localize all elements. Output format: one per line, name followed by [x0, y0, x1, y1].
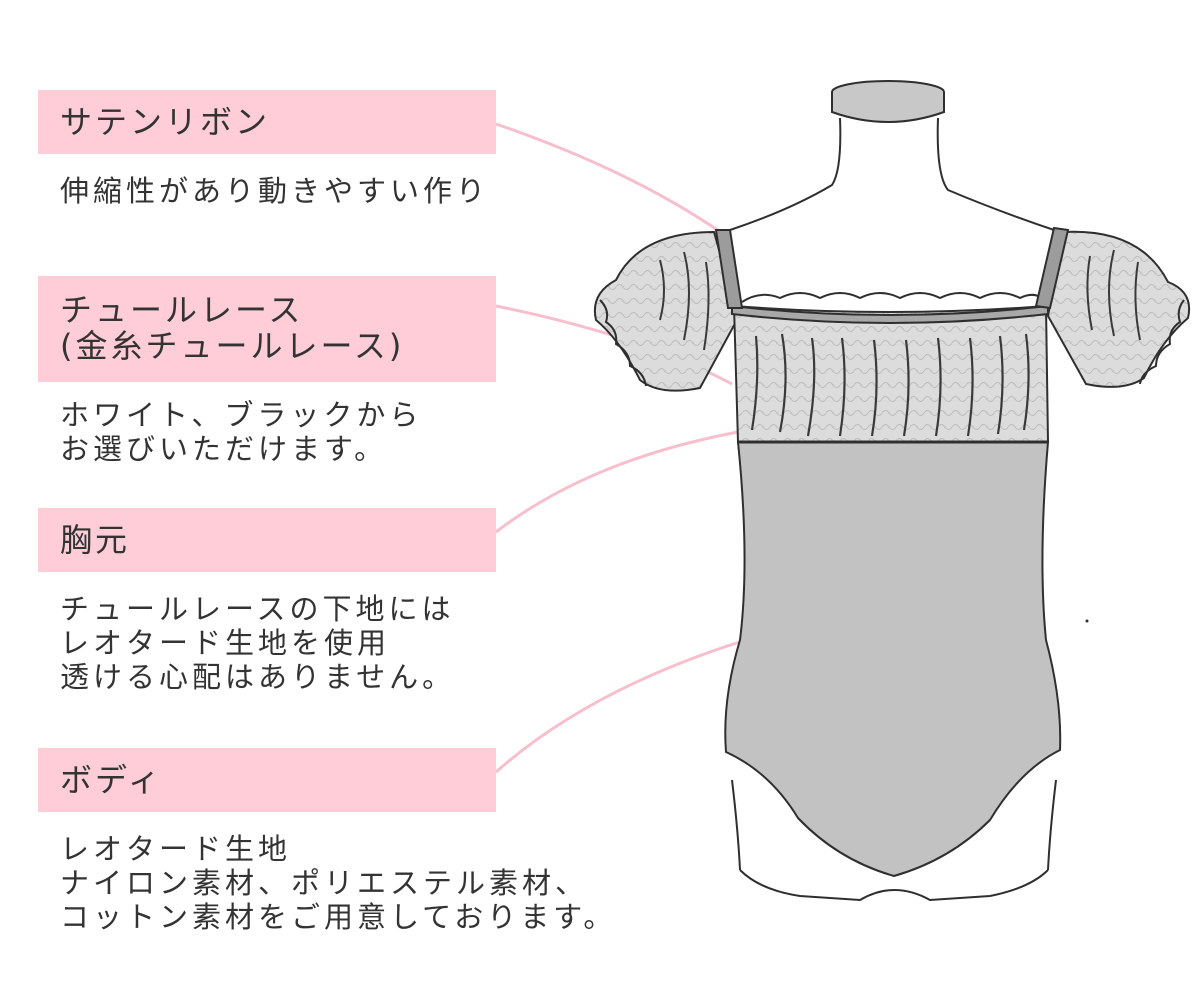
leotard-body — [724, 440, 1062, 902]
callout-description-satin-ribbon: 伸縮性があり動きやすい作り — [60, 174, 490, 208]
callout-label-chest: 胸元 — [38, 508, 496, 572]
puff-sleeves — [594, 230, 1190, 392]
callout-label-text: 胸元 — [60, 521, 131, 559]
tulle-yoke — [731, 292, 1050, 443]
callout-label-body: ボディ — [38, 748, 496, 812]
leader-line-ribbon — [495, 122, 723, 235]
callout-description-body: レオタード生地 ナイロン素材、ポリエステル素材、 コットン素材をご用意しておりま… — [60, 832, 617, 934]
leader-line-chest — [495, 430, 739, 534]
callout-description-tulle-lace: ホワイト、ブラックから お選びいただけます。 — [60, 398, 423, 466]
mannequin-icon — [729, 80, 1089, 871]
callout-description-chest: チュールレースの下地には レオタード生地を使用 透ける心配はありません。 — [60, 592, 456, 694]
callout-label-satin-ribbon: サテンリボン — [38, 90, 496, 154]
callout-label-text: チュールレース (金糸チュールレース) — [60, 291, 405, 365]
satin-ribbon-straps — [714, 226, 1070, 310]
callout-label-text: ボディ — [60, 761, 163, 799]
callout-label-tulle-lace: チュールレース (金糸チュールレース) — [38, 276, 496, 382]
callout-label-text: サテンリボン — [60, 103, 271, 141]
leader-line-body — [495, 628, 781, 774]
